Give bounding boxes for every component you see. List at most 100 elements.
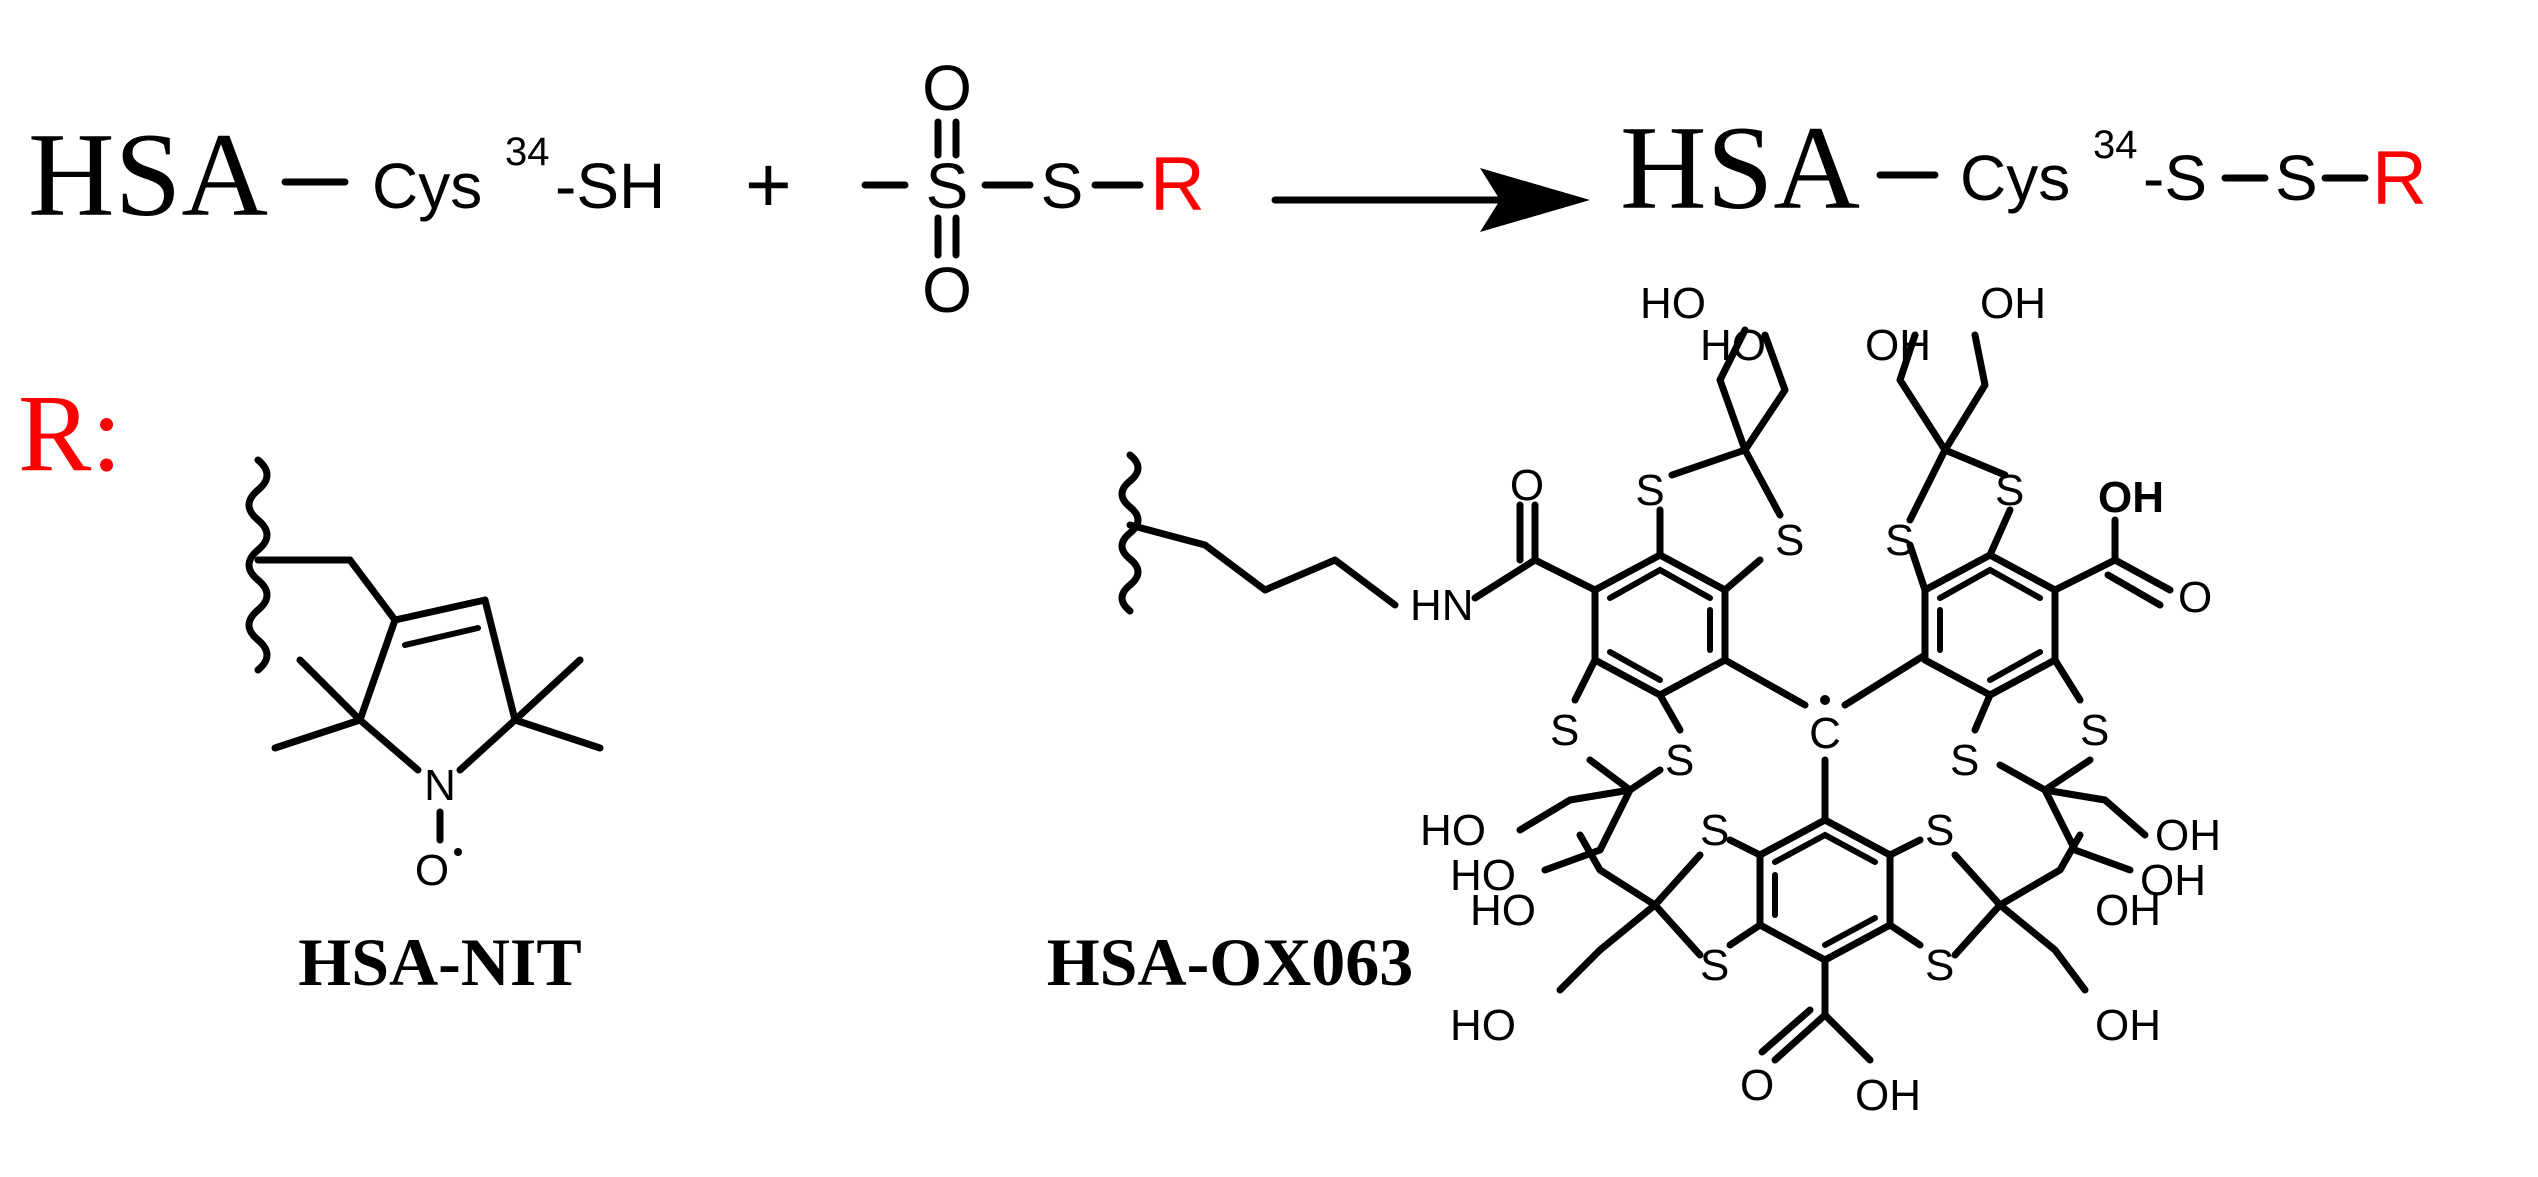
ox063-right-upper-spiro (1906, 446, 2009, 524)
ox063-right-aryl-inner-1 (1937, 566, 2043, 601)
ox063-structure-name: HSA-OX063 (1047, 924, 1413, 1000)
ox063-left-upper-arm-2 (1741, 331, 1789, 454)
thiosulfonate-reagent: O S O S R (861, 52, 1205, 326)
ox063-bond-rs4 (1971, 691, 1994, 734)
reagent-r-group: R (1150, 142, 1205, 227)
ox063-right-acid-o: O (2178, 573, 2212, 622)
ox063-s-bottom-3: S (1925, 806, 1954, 855)
ox063-bottom-acid-co-a (1771, 1011, 1829, 1064)
ox063-amide-n-c (1471, 556, 1539, 602)
ox063-radical-dot (1820, 695, 1830, 705)
ox063-oh-right-1: OH (2155, 811, 2221, 860)
ox063-s-bottom-2: S (1700, 941, 1729, 990)
ox063-bond-bs4 (1886, 921, 1924, 949)
ox063-oh-top-1: OH (1865, 321, 1931, 370)
ox063-right-lower-spiro (1996, 756, 2094, 794)
ox063-bottom-right-arm-2 (1996, 901, 2089, 994)
nit-methyl-4 (511, 656, 584, 724)
reactant-cys-label: Cys (372, 150, 482, 222)
ox063-bottom-right-spiro (1951, 851, 2004, 959)
ox063-bottom-aryl-inner-1 (1772, 831, 1878, 865)
ox063-amide-hn: HN (1410, 581, 1474, 630)
ox063-bottom-aryl-ring (1756, 816, 1894, 964)
ox063-s-right-upper-1: S (1885, 516, 1914, 565)
ox063-bottom-left-arm-1 (1576, 831, 1659, 909)
ox063-right-acid-bond (2051, 556, 2119, 594)
ox063-bottom-acid-co-b (1758, 1006, 1814, 1056)
ox063-bottom-right-arm-1 (1996, 831, 2084, 909)
reactant-hsa-label: HSA (28, 108, 268, 241)
ox063-left-aryl-inner-3 (1607, 649, 1663, 683)
nit-ring-bond-left (356, 616, 399, 724)
nit-ring-double-bond (391, 596, 489, 624)
reactant-sh-label: -SH (555, 150, 665, 222)
ox063-right-aryl-inner-3 (1987, 649, 2043, 683)
plus-sign: + (745, 140, 792, 229)
ox063-ho-top-2: HO (1700, 321, 1766, 370)
ox063-bond-ls2 (1721, 556, 1764, 594)
product-s2-label: S (2275, 142, 2318, 214)
product-hsa-label: HSA (1620, 101, 1860, 234)
ox063-ho-left-2: HO (1450, 851, 1516, 900)
ox063-oh-right-2: OH (2140, 856, 2206, 905)
reaction-arrow-head (1480, 168, 1590, 232)
nit-linker-bond-2 (346, 556, 399, 624)
ox063-bond-ls4 (1656, 691, 1684, 734)
ox063-bond-bs3 (1886, 836, 1924, 859)
ox063-oh-bottom-right-1: OH (2095, 886, 2161, 935)
ox063-amide-aryl-bond (1531, 556, 1599, 594)
reagent-sulfur-right: S (1041, 150, 1084, 222)
ox063-oh-top-2: OH (1980, 279, 2046, 328)
ox063-s-bottom-4: S (1925, 941, 1954, 990)
nit-oxygen: O (415, 846, 449, 895)
ox063-ho-left-1: HO (1420, 806, 1486, 855)
ox063-bottom-acid-oh: OH (1855, 1071, 1921, 1120)
ox063-s-left-lower-1: S (1550, 706, 1579, 755)
nit-structure-name: HSA-NIT (298, 924, 581, 1000)
nit-attachment-wavy-bond (245, 456, 271, 674)
ox063-bond-rs1 (1906, 541, 1929, 594)
ox063-bond-bs1 (1726, 836, 1764, 859)
ox063-bottom-left-arm-2 (1556, 901, 1659, 994)
nit-structure: N O HSA-NIT (245, 456, 604, 1000)
ox063-s-bottom-1: S (1700, 806, 1729, 855)
ox063-ho-top-1: HO (1640, 279, 1706, 328)
reactant-cys-superscript: 34 (505, 130, 550, 174)
ox063-bond-rs2 (1986, 506, 2014, 559)
nit-methyl-1 (271, 716, 364, 752)
ox063-attachment-wavy-bond (1118, 451, 1142, 615)
nit-ring-double-bond-inner (402, 625, 481, 648)
ox063-right-upper-arm-2 (1941, 331, 1989, 454)
product-r-group: R (2372, 136, 2427, 221)
ox063-s-left-upper-2: S (1775, 516, 1804, 565)
ox063-right-acid-co-b (2104, 571, 2164, 609)
reaction-arrow (1271, 168, 1590, 232)
ox063-central-bond-left (1721, 656, 1809, 709)
product-cys-superscript: 34 (2093, 123, 2138, 167)
ox063-right-acid-co-a (2111, 556, 2174, 594)
r-definition-label: R: (18, 372, 122, 494)
product-s1-label: -S (2143, 142, 2207, 214)
ox063-left-lower-arm-2 (1541, 786, 1634, 874)
ox063-ho-bottom-left-2: HO (1450, 1001, 1516, 1050)
nit-ring-bond-n-right (456, 716, 519, 774)
reagent-oxygen-top: O (922, 52, 972, 124)
ox063-s-right-lower-2: S (1950, 736, 1979, 785)
product-cys-label: Cys (1960, 142, 2070, 214)
reaction-equation: HSA Cys 34 -SH + O S O S R HSA Cys (28, 52, 2427, 326)
ox063-left-aryl-inner-1 (1607, 566, 1713, 601)
ox063-bottom-acid-o: O (1740, 1061, 1774, 1110)
ox063-left-upper-spiro (1668, 446, 1784, 519)
ox063-right-aryl-ring (1921, 551, 2059, 699)
nit-methyl-3 (511, 716, 604, 752)
nit-radical-dot (454, 848, 462, 856)
ox063-right-acid-oh: OH (2098, 473, 2164, 522)
ox063-bottom-acid-oh-bond (1821, 1011, 1874, 1064)
ox063-central-bond-right (1841, 651, 1929, 709)
ox063-s-left-lower-2: S (1665, 736, 1694, 785)
nit-nitrogen: N (424, 761, 456, 810)
ox063-s-left-upper-1: S (1635, 466, 1664, 515)
ox063-left-lower-spiro (1586, 756, 1664, 794)
ox063-right-lower-arm-1 (2041, 786, 2149, 839)
